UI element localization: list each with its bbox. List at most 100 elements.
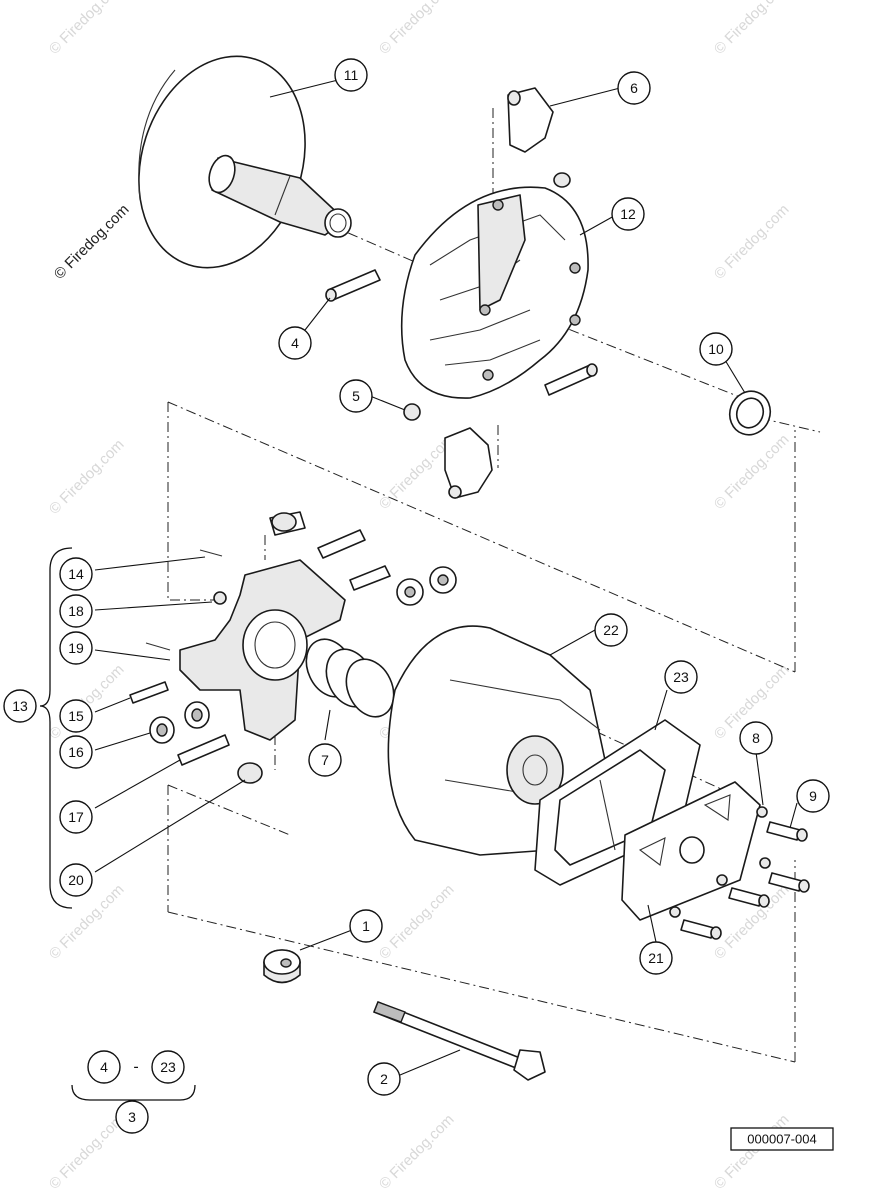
callout-circle [739,721,773,755]
watermark-text: © Firedog.com [46,0,128,58]
range-to-label: 23 [160,1059,176,1075]
callout-20: 20 [59,863,93,897]
callout-label: 10 [708,341,724,357]
part-nut-upper [553,172,571,188]
figure-number: 000007-004 [730,1127,834,1151]
part-long-bolt-2 [373,1001,546,1081]
callout-label: 8 [752,730,760,746]
callout-16: 16 [59,735,93,769]
watermark-text: © Firedog.com [376,1111,458,1193]
callout-label: 17 [68,809,84,825]
watermark-text: © Firedog.com [376,0,458,58]
part-spring-7 [305,638,395,718]
callout-circle [59,735,93,769]
callout-circle [367,1062,401,1096]
assembly-range: 4 - 23 3 [87,1050,185,1134]
part-screws-9 [680,821,810,940]
callout-circle [308,743,342,777]
callout-label: 23 [673,669,689,685]
watermark-text: © Firedog.com [46,1111,128,1193]
callout-circle [617,71,651,105]
callout-label: 9 [809,788,817,804]
callout-9: 9 [796,779,830,813]
callout-12: 12 [611,197,645,231]
part-fixed-sheave [138,55,352,269]
watermark-text: © Firedog.com [376,881,458,963]
callout-7: 7 [308,743,342,777]
watermark-text: © Firedog.com [711,201,793,283]
callout-circle [339,379,373,413]
callout-label: 21 [648,950,664,966]
watermark-text: © Firedog.com [46,436,128,518]
callout-6: 6 [617,71,651,105]
callout-circle [278,326,312,360]
callout-label: 14 [68,566,84,582]
callout-circle [349,909,383,943]
callout-circle [59,557,93,591]
watermark-text: © Firedog.com [711,431,793,513]
range-from-label: 4 [100,1059,108,1075]
callout-circle [59,800,93,834]
callout-circle [59,594,93,628]
callout-label: 12 [620,206,636,222]
callout-21: 21 [639,941,673,975]
watermark-text: © Firedog.com [51,201,133,283]
part-bolt-4 [325,269,381,302]
callout-circle [664,660,698,694]
callout-label: 1 [362,918,370,934]
callout-circle [699,332,733,366]
callout-4: 4 [278,326,312,360]
figure-number-text: 000007-004 [747,1132,816,1147]
callout-22: 22 [594,613,628,647]
callout-2: 2 [367,1062,401,1096]
callout-label: 18 [68,603,84,619]
callout-19: 19 [59,631,93,665]
part-spider-assembly [129,511,457,784]
part-nut-5 [403,403,421,421]
part-bolt-right [544,363,598,396]
callout-5: 5 [339,379,373,413]
callout-label: 22 [603,622,619,638]
callout-1: 1 [349,909,383,943]
callout-14: 14 [59,557,93,591]
callout-label: 15 [68,708,84,724]
callout-label: 5 [352,388,360,404]
part-spacer-1 [263,949,301,984]
watermark-text: © Firedog.com [46,881,128,963]
callout-label: 20 [68,872,84,888]
callout-circle [594,613,628,647]
callout-label: 2 [380,1071,388,1087]
callout-13: 13 [3,689,37,723]
watermark-text: © Firedog.com [46,661,128,743]
watermark-text: © Firedog.com [711,0,793,58]
callout-label: 7 [321,752,329,768]
part-washer-10 [728,390,772,436]
callout-label: 19 [68,640,84,656]
callout-label: 13 [12,698,28,714]
callout-label: 4 [291,335,299,351]
callout-label: 6 [630,80,638,96]
callout-circle [59,699,93,733]
part-cover-plate-21 [621,781,771,921]
callout-18: 18 [59,594,93,628]
callout-circle [334,58,368,92]
callout-label: 11 [344,67,359,83]
part-weight-bottom [444,427,493,499]
callout-circle [3,689,37,723]
range-assembly-label: 3 [128,1109,136,1125]
part-moveable-sheave [400,186,589,399]
callout-circle [796,779,830,813]
callout-23: 23 [664,660,698,694]
callout-circle [639,941,673,975]
range-separator: - [133,1059,138,1076]
callout-11: 11 [334,58,368,92]
callout-8: 8 [739,721,773,755]
group-brace-13 [39,547,73,909]
callout-circle [59,863,93,897]
callout-label: 16 [68,744,84,760]
watermark-text: © Firedog.com [711,1111,793,1193]
callout-10: 10 [699,332,733,366]
callout-17: 17 [59,800,93,834]
